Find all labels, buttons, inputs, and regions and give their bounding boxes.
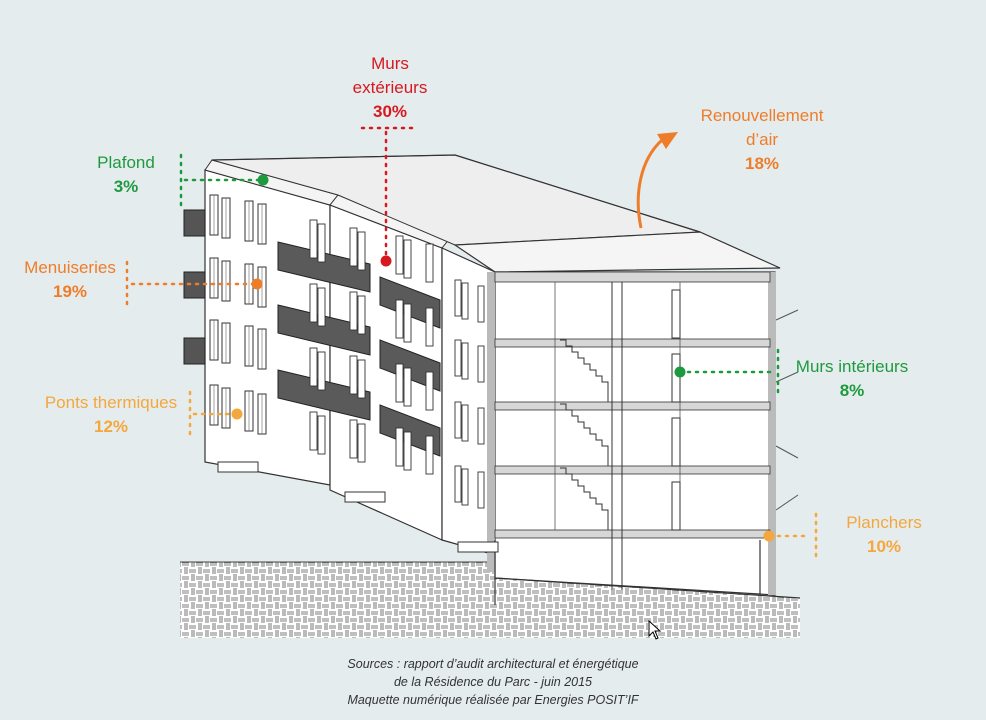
label-planchers: Planchers 10% [834,511,934,559]
air-renewal-arrow-icon [636,132,678,229]
sources-caption: Sources : rapport d’audit architectural … [0,655,986,709]
marker-murs-exterieurs [380,255,392,267]
sources-line-1: Sources : rapport d’audit architectural … [347,657,639,671]
label-plafond: Plafond 3% [80,151,172,199]
marker-murs-interieurs [674,366,686,378]
label-renouvellement-air: Renouvellement d’air 18% [686,104,838,176]
menuiseries-name: Menuiseries [24,258,116,277]
renouvellement-name-1: Renouvellement [700,106,824,125]
murs-exterieurs-name-2: extérieurs [352,78,428,97]
murs-interieurs-name: Murs intérieurs [795,357,909,376]
marker-planchers [763,530,775,542]
murs-exterieurs-name-1: Murs [371,54,409,73]
planchers-name: Planchers [846,513,922,532]
cross-section [487,271,801,605]
planchers-percent: 10% [866,537,902,556]
facade-details [183,194,499,553]
marker-menuiseries [251,278,263,290]
renouvellement-name-2: d’air [745,130,779,149]
callout-markers [231,174,775,542]
ponts-thermiques-percent: 12% [93,417,129,436]
sources-line-3: Maquette numérique réalisée par Energies… [347,693,639,707]
plafond-percent: 3% [113,177,139,196]
label-ponts-thermiques: Ponts thermiques 12% [30,391,192,439]
mouse-cursor-icon [648,620,662,640]
marker-ponts-thermiques [231,408,243,420]
label-murs-interieurs: Murs intérieurs 8% [784,355,920,403]
murs-interieurs-percent: 8% [839,381,865,400]
murs-exterieurs-percent: 30% [372,102,408,121]
label-menuiseries: Menuiseries 19% [14,256,126,304]
label-murs-exterieurs: Murs extérieurs 30% [330,52,450,124]
menuiseries-percent: 19% [52,282,88,301]
roof [211,154,781,273]
marker-plafond [257,174,269,186]
callout-leaders [125,126,818,560]
sources-line-2: de la Résidence du Parc - juin 2015 [393,675,593,689]
plafond-name: Plafond [97,153,155,172]
ponts-thermiques-name: Ponts thermiques [44,393,178,412]
renouvellement-percent: 18% [744,154,780,173]
